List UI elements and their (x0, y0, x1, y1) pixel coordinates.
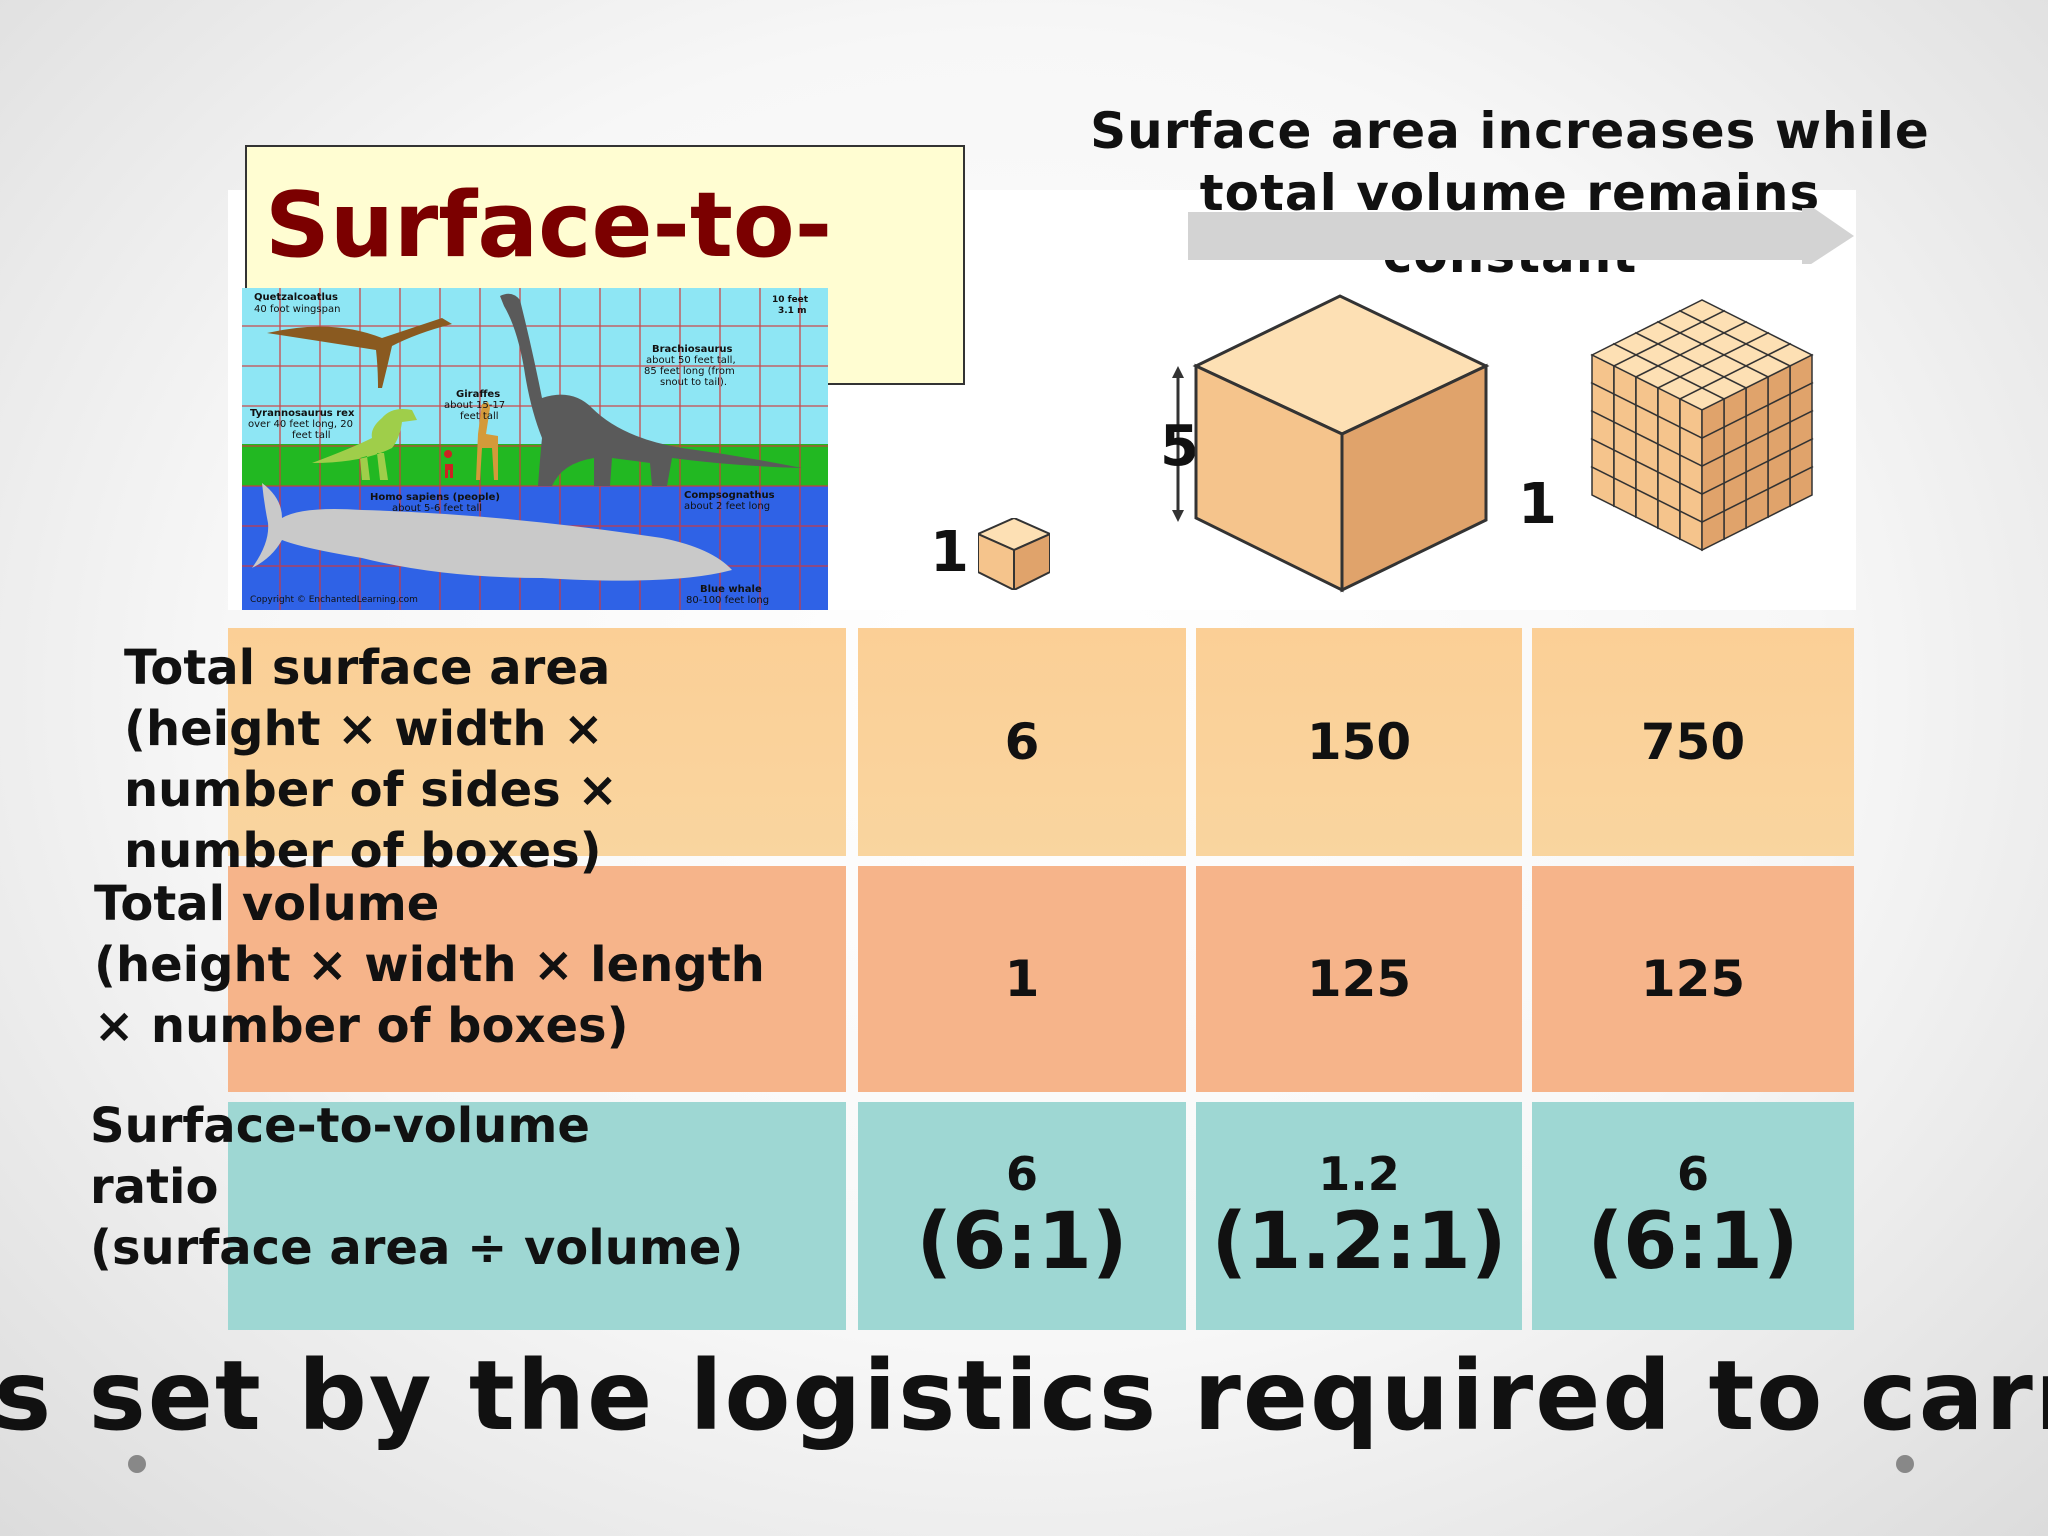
dino-label: feet tall (460, 411, 499, 422)
row-label-line: (height × width × (124, 701, 604, 757)
dino-label: 10 feet (772, 295, 809, 305)
row-label-line: (surface area ÷ volume) (90, 1220, 744, 1276)
dino-label: about 50 feet tall, (646, 355, 736, 366)
ratio-value: 6 (1005, 1147, 1038, 1201)
surface-area-cell: 750 (1532, 628, 1854, 856)
bullet-dot-icon (128, 1455, 146, 1473)
volume-value: 1 (1004, 950, 1040, 1008)
grid-cube-side-label: 1 (1518, 472, 1557, 537)
surface-area-value: 750 (1640, 713, 1746, 771)
right-arrow-icon (1188, 208, 1854, 264)
dino-label: 3.1 m (778, 306, 806, 316)
ratio-cell: 1.2 (1.2:1) (1196, 1102, 1522, 1330)
volume-cell: 1 (858, 866, 1186, 1092)
bullet-dot-icon (1896, 1455, 1914, 1473)
small-cube-side-label: 1 (930, 520, 969, 585)
large-cube-side-label: 5 (1160, 414, 1199, 479)
small-cube-icon (978, 518, 1050, 590)
ratio-label-cell (228, 1102, 846, 1330)
surface-area-value: 6 (1004, 713, 1040, 771)
row-label-line: Surface-to-volume (90, 1098, 590, 1154)
footer-text: s set by the logistics required to carry… (0, 1340, 2048, 1452)
row-label-line: number of sides × (124, 762, 618, 818)
row-label-line: ratio (90, 1159, 219, 1215)
dino-label: Copyright © EnchantedLearning.com (250, 595, 418, 605)
dino-label: over 40 feet long, 20 (248, 419, 353, 430)
dino-label: Brachiosaurus (652, 344, 733, 355)
dimension-arrow-icon (1172, 366, 1184, 522)
dino-label: snout to tail). (660, 377, 727, 388)
row-label-line: Total volume (94, 876, 440, 932)
surface-area-value: 150 (1306, 713, 1412, 771)
row-label-line: Total surface area (124, 640, 611, 696)
row-label-line: × number of boxes) (94, 998, 629, 1054)
volume-label-cell (228, 866, 846, 1092)
ratio-value: 1.2 (1318, 1147, 1400, 1201)
dino-label: about 2 feet long (684, 501, 770, 512)
dino-label: about 5-6 feet tall (392, 503, 482, 514)
surface-area-cell: 6 (858, 628, 1186, 856)
volume-value: 125 (1640, 950, 1746, 1008)
surface-area-label-cell (228, 628, 846, 856)
volume-value: 125 (1306, 950, 1412, 1008)
large-cube-icon (1192, 294, 1490, 593)
dinosaur-size-illustration: Quetzalcoatlus 40 foot wingspan 10 feet … (242, 288, 828, 610)
dino-label: 85 feet long (from (644, 366, 735, 377)
ratio-expression: (1.2:1) (1211, 1197, 1507, 1287)
dino-label: Tyrannosaurus rex (250, 408, 355, 419)
slide-title: Surface-to- (265, 173, 833, 278)
unit-cube-icon (1678, 387, 1726, 440)
row-label-line: (height × width × length (94, 937, 765, 993)
dino-label: Giraffes (456, 389, 500, 400)
surface-area-row-label: Total surface area (height × width × num… (124, 638, 618, 882)
dino-label: feet tall (292, 430, 331, 441)
ratio-expression: (6:1) (916, 1197, 1128, 1287)
cube-grid-icon (1590, 299, 1814, 552)
volume-row-label: Total volume (height × width × length × … (94, 874, 765, 1057)
ratio-value: 6 (1676, 1147, 1709, 1201)
ratio-expression: (6:1) (1587, 1197, 1799, 1287)
dino-label: Quetzalcoatlus (254, 292, 338, 303)
volume-cell: 125 (1532, 866, 1854, 1092)
ratio-cell: 6 (6:1) (1532, 1102, 1854, 1330)
dino-label: Homo sapiens (people) (370, 492, 500, 503)
row-label-line: number of boxes) (124, 823, 602, 879)
ratio-row-label: Surface-to-volume ratio (surface area ÷ … (90, 1096, 743, 1279)
dino-label: Compsognathus (684, 490, 775, 501)
volume-cell: 125 (1196, 866, 1522, 1092)
dino-label: about 15-17 (444, 400, 505, 411)
dino-label: 80-100 feet long (686, 595, 769, 606)
dino-label: 40 foot wingspan (254, 304, 340, 315)
surface-area-cell: 150 (1196, 628, 1522, 856)
ratio-cell: 6 (6:1) (858, 1102, 1186, 1330)
dino-label: Blue whale (700, 584, 762, 595)
